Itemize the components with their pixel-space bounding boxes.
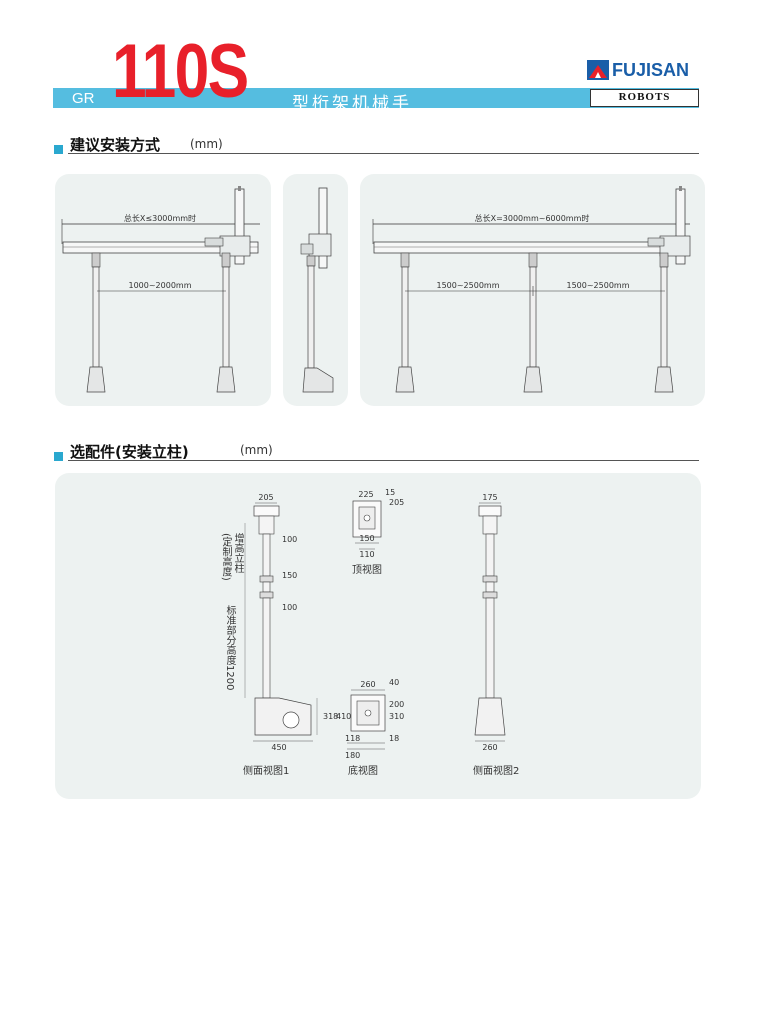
section1-rule bbox=[68, 153, 699, 154]
model-number: 110S bbox=[112, 29, 249, 114]
brand-name: FUJISAN bbox=[612, 60, 690, 80]
side-view-1-drawing bbox=[244, 502, 318, 742]
install-diagram-long: 总长X=3000mm~6000mm时 1500~2500mm 1500~2500… bbox=[360, 174, 705, 406]
header-bar bbox=[53, 88, 699, 108]
standard-height-label: 标准部分高度1200 bbox=[224, 605, 235, 691]
bottom-view-drawing bbox=[347, 689, 386, 750]
install-diagram-short: 总长X≤3000mm时 1000~2000mm bbox=[55, 174, 271, 406]
section-marker bbox=[54, 452, 63, 461]
column-drawings-panel: 205 100 150 100 318 450 225 205 150 110 … bbox=[55, 473, 701, 799]
side-view-2-caption: 侧面视图2 bbox=[473, 766, 520, 777]
section1-unit: (mm) bbox=[190, 137, 223, 151]
series-prefix: GR bbox=[72, 90, 95, 107]
section2-rule bbox=[68, 460, 699, 461]
install-diagram-side bbox=[283, 174, 348, 406]
section2-unit: (mm) bbox=[240, 443, 273, 457]
side-view-2-drawing bbox=[474, 502, 506, 742]
section-marker bbox=[54, 145, 63, 154]
bottom-view-caption: 底视图 bbox=[348, 766, 378, 777]
section1-title: 建议安装方式 bbox=[70, 136, 161, 154]
product-type: 型桁架机械手 bbox=[292, 94, 412, 114]
side-view-1-caption: 侧面视图1 bbox=[243, 766, 290, 777]
brand-sub: ROBOTS bbox=[618, 91, 671, 103]
fujisan-logo-icon bbox=[587, 60, 609, 80]
top-view-caption: 顶视图 bbox=[352, 565, 382, 576]
extra-column-label: 增高立柱 (定制高度) bbox=[220, 533, 243, 581]
section2-title: 选配件(安装立柱) bbox=[70, 443, 189, 461]
top-view-drawing bbox=[352, 500, 382, 550]
robots-box bbox=[590, 89, 699, 107]
